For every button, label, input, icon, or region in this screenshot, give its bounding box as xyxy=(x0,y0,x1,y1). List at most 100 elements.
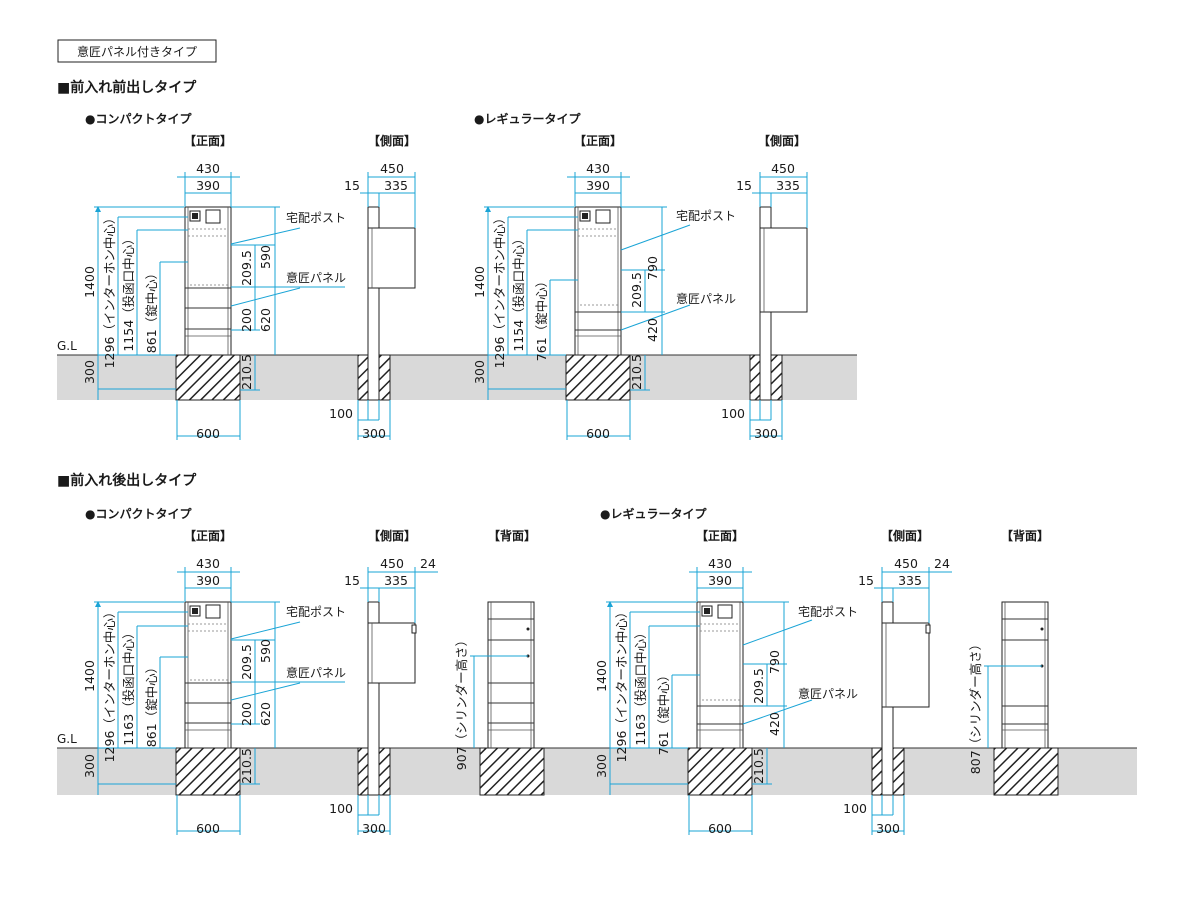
side-view-compact-2 xyxy=(357,567,438,835)
front-view-compact-2 xyxy=(175,601,241,796)
view-title-front-2a: 【正面】 xyxy=(184,528,232,543)
dim-height-1b: 1400 xyxy=(472,266,487,298)
dim-box-2b: 209.5 xyxy=(751,668,766,704)
dim-intercom-1b: 1296（インターホン中心） xyxy=(492,212,507,369)
dim-panel-1a: 200 xyxy=(239,308,254,332)
dim-lock-1b: 761（錠中心） xyxy=(534,275,549,361)
front-dims-compact-2 xyxy=(94,567,345,835)
variant-name-compact-2: ●コンパクトタイプ xyxy=(85,506,192,521)
dim-w-inner-2b: 390 xyxy=(708,573,732,588)
dim-intercom-2b: 1296（インターホン中心） xyxy=(614,606,629,763)
dim-box-2a: 209.5 xyxy=(239,644,254,680)
side-body-2b: 335 xyxy=(898,573,922,588)
front-dims-compact-1 xyxy=(94,172,345,440)
side-depth-1a: 450 xyxy=(380,161,404,176)
dim-foundation-w-1a: 600 xyxy=(196,426,220,441)
dim-ground-1b: 210.5 xyxy=(629,354,644,390)
dim-foundation-h-2b: 300 xyxy=(594,754,609,778)
view-title-front-1b: 【正面】 xyxy=(574,133,622,148)
label-isho-2b: 意匠パネル xyxy=(798,686,858,701)
dim-lower-1a: 620 xyxy=(258,308,273,332)
side-rear-2a: 24 xyxy=(420,556,436,571)
dim-lower-2a: 620 xyxy=(258,702,273,726)
dim-foundation-w-1b: 600 xyxy=(586,426,610,441)
side-post-1b: 100 xyxy=(721,406,745,421)
dim-height-1a: 1400 xyxy=(82,266,97,298)
gl-label-row-2: G.L xyxy=(57,732,77,746)
dim-slot-2a: 1163（投函口中心） xyxy=(121,626,136,745)
view-title-front-2b: 【正面】 xyxy=(696,528,744,543)
section-title-front-out: ■前入れ前出しタイプ xyxy=(57,79,197,96)
dim-panel-2a: 200 xyxy=(239,702,254,726)
dim-foundation-h-2a: 300 xyxy=(82,754,97,778)
dim-intercom-2a: 1296（インターホン中心） xyxy=(102,606,117,763)
side-gap-2a: 15 xyxy=(344,573,360,588)
dim-w-inner-2a: 390 xyxy=(196,573,220,588)
dim-upper-2a: 590 xyxy=(258,639,273,663)
side-body-1a: 335 xyxy=(384,178,408,193)
dim-w-outer-1b: 430 xyxy=(586,161,610,176)
dim-ground-2a: 210.5 xyxy=(239,748,254,784)
front-view-regular-1 xyxy=(565,206,631,401)
label-isho-1a: 意匠パネル xyxy=(286,270,346,285)
view-title-side-1a: 【側面】 xyxy=(368,133,416,148)
view-title-back-2b: 【背面】 xyxy=(1001,528,1049,543)
dim-slot-1a: 1154（投函口中心） xyxy=(121,232,136,351)
badge-label: 意匠パネル付きタイプ xyxy=(77,44,197,59)
front-view-regular-2 xyxy=(687,601,753,796)
gl-label-row-1: G.L xyxy=(57,339,77,353)
back-view-compact-2 xyxy=(470,601,545,796)
side-gap-1a: 15 xyxy=(344,178,360,193)
label-takuhai-1a: 宅配ポスト xyxy=(286,210,346,225)
front-view-compact-1 xyxy=(175,206,241,401)
view-title-side-2b: 【側面】 xyxy=(881,528,929,543)
view-title-front-1a: 【正面】 xyxy=(184,133,232,148)
dim-upper-1a: 590 xyxy=(258,245,273,269)
dim-height-2a: 1400 xyxy=(82,660,97,692)
dim-box-1a: 209.5 xyxy=(239,250,254,286)
view-title-side-2a: 【側面】 xyxy=(368,528,416,543)
badge-frame xyxy=(57,39,217,63)
dim-w-outer-1a: 430 xyxy=(196,161,220,176)
side-depth-2a: 450 xyxy=(380,556,404,571)
side-view-compact-1 xyxy=(357,172,416,440)
side-base-1b: 300 xyxy=(754,426,778,441)
back-cylinder-2a: 907（シリンダー高さ） xyxy=(454,634,469,770)
dim-lock-1a: 861（錠中心） xyxy=(144,267,159,353)
dim-upper-1b: 790 xyxy=(645,256,660,280)
dim-lock-2b: 761（錠中心） xyxy=(656,669,671,755)
dim-box-1b: 209.5 xyxy=(629,272,644,308)
front-dims-regular-1 xyxy=(484,172,691,440)
side-post-1a: 100 xyxy=(329,406,353,421)
dim-ground-2b: 210.5 xyxy=(751,748,766,784)
label-isho-2a: 意匠パネル xyxy=(286,665,346,680)
dim-w-inner-1a: 390 xyxy=(196,178,220,193)
dim-lower-2b: 420 xyxy=(767,712,782,736)
side-gap-2b: 15 xyxy=(858,573,874,588)
label-takuhai-2a: 宅配ポスト xyxy=(286,604,346,619)
side-post-2a: 100 xyxy=(329,801,353,816)
side-body-2a: 335 xyxy=(384,573,408,588)
side-depth-2b: 450 xyxy=(894,556,918,571)
dim-intercom-1a: 1296（インターホン中心） xyxy=(102,212,117,369)
side-view-regular-2 xyxy=(871,567,952,835)
dim-height-2b: 1400 xyxy=(594,660,609,692)
label-takuhai-2b: 宅配ポスト xyxy=(798,604,858,619)
front-dims-regular-2 xyxy=(606,567,813,835)
dim-w-outer-2a: 430 xyxy=(196,556,220,571)
side-rear-2b: 24 xyxy=(934,556,950,571)
variant-name-regular-2: ●レギュラータイプ xyxy=(600,506,707,521)
dim-lock-2a: 861（錠中心） xyxy=(144,661,159,747)
side-gap-1b: 15 xyxy=(736,178,752,193)
label-isho-1b: 意匠パネル xyxy=(676,291,736,306)
side-depth-1b: 450 xyxy=(771,161,795,176)
side-base-2a: 300 xyxy=(362,821,386,836)
side-body-1b: 335 xyxy=(776,178,800,193)
view-title-side-1b: 【側面】 xyxy=(758,133,806,148)
side-view-regular-1 xyxy=(749,172,808,440)
dim-ground-1a: 210.5 xyxy=(239,354,254,390)
dim-w-inner-1b: 390 xyxy=(586,178,610,193)
dim-upper-2b: 790 xyxy=(767,650,782,674)
side-base-1a: 300 xyxy=(362,426,386,441)
